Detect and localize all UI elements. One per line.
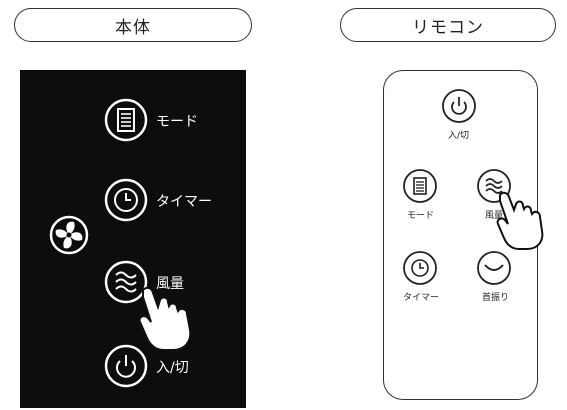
remote-power-button[interactable] — [442, 89, 476, 123]
remote-swing-label: 首振り — [482, 293, 510, 303]
remote-power-label: 入/切 — [448, 131, 470, 141]
panel-timer-label: タイマー — [156, 194, 212, 210]
remote-timer-label: タイマー — [403, 293, 440, 303]
hand-pointer-icon — [138, 286, 192, 351]
remote-timer-button[interactable] — [403, 251, 437, 285]
remote-wind-label: 風量 — [485, 211, 504, 221]
panel-mode-label: モード — [156, 114, 198, 130]
hand-pointer-icon-remote — [496, 191, 544, 250]
remote-mode-label: モード — [407, 211, 435, 221]
header-body-label: 本体 — [115, 17, 151, 38]
remote-mode-button[interactable] — [403, 169, 437, 203]
fan-icon — [49, 215, 89, 255]
header-remote: リモコン — [340, 8, 556, 42]
remote-swing-button[interactable] — [477, 251, 511, 285]
panel-timer-button[interactable] — [104, 178, 148, 222]
panel-mode-button[interactable] — [104, 98, 148, 142]
remote-wind-button[interactable] — [477, 169, 511, 203]
panel-wind-label: 風量 — [156, 276, 184, 292]
header-remote-label: リモコン — [412, 17, 484, 38]
panel-power-button[interactable] — [104, 344, 148, 388]
panel-wind-button[interactable] — [104, 260, 148, 304]
header-body: 本体 — [14, 8, 252, 42]
panel-power-label: 入/切 — [156, 360, 189, 376]
